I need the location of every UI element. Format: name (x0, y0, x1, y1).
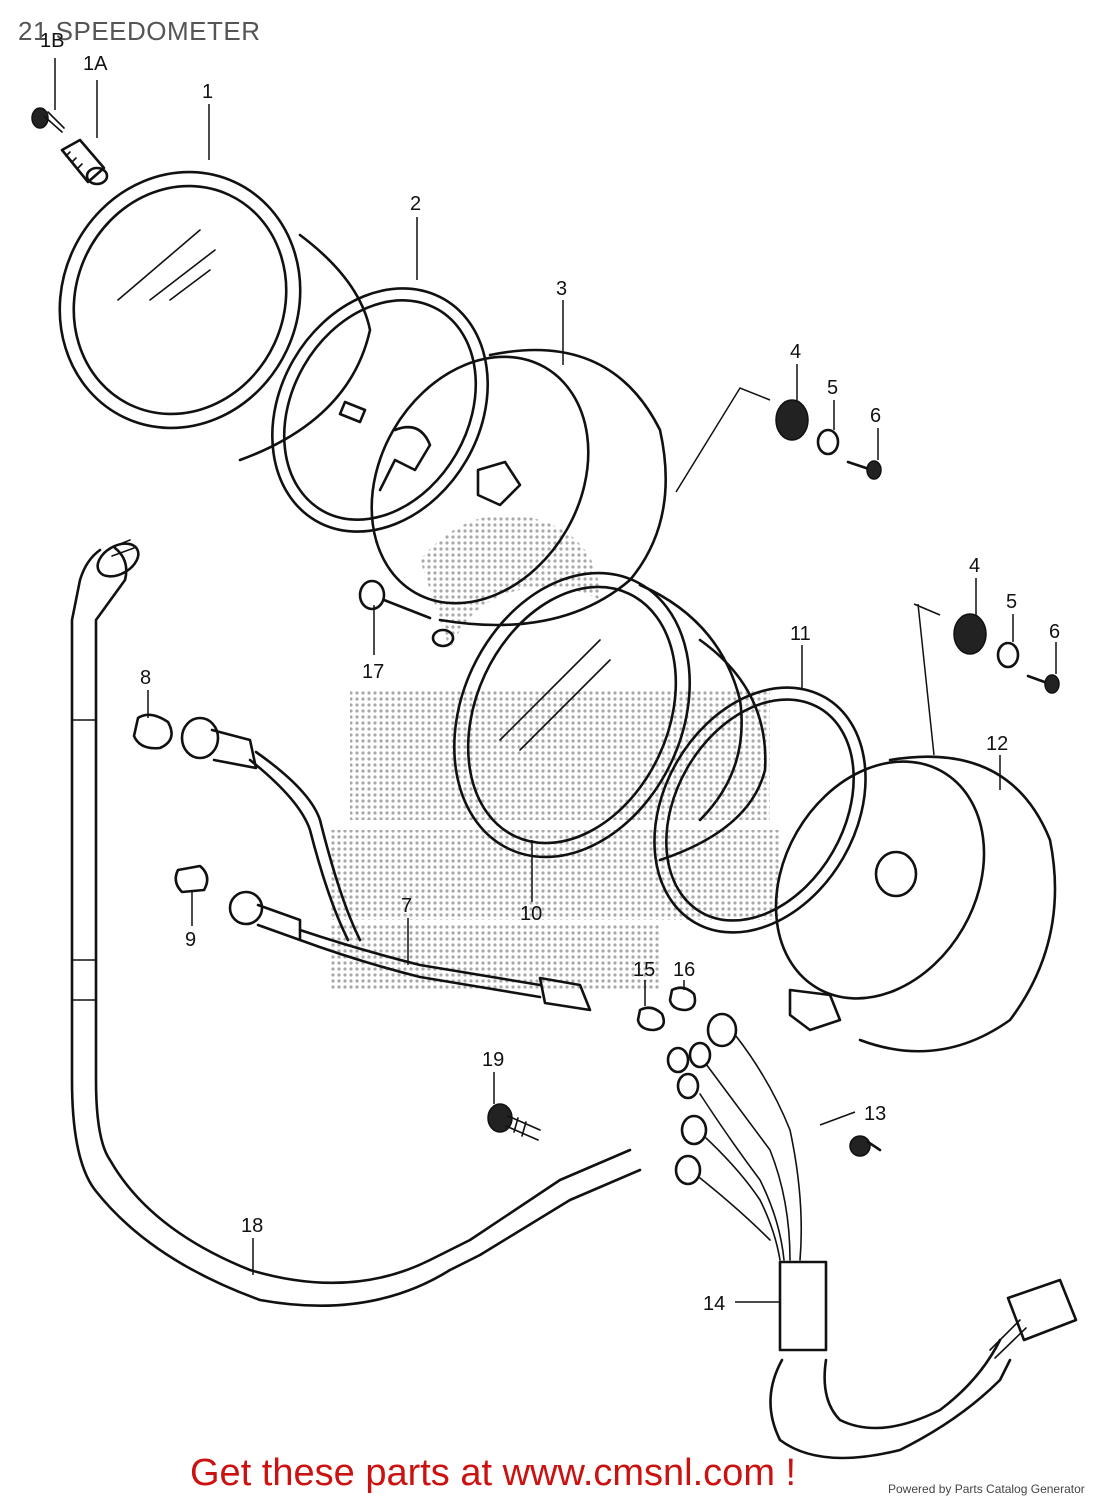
part-18-speedometer-cable (70, 539, 642, 1307)
callout-15: 15 (633, 959, 655, 981)
part-8-bulb (132, 713, 173, 750)
part-1A-knob (60, 138, 109, 186)
part-16-bulb (668, 986, 697, 1012)
part-14-indicator-harness (666, 1012, 1078, 1460)
callout-1B: 1B (40, 30, 64, 52)
part-1-speedometer-head (58, 170, 372, 462)
part-6-screw-upper (846, 460, 882, 480)
part-1B-screw (31, 107, 65, 133)
callout-10: 10 (520, 903, 542, 925)
callout-14: 14 (703, 1293, 725, 1315)
callout-5-lower: 5 (1006, 591, 1017, 613)
callout-12: 12 (986, 733, 1008, 755)
callout-6-upper: 6 (870, 405, 881, 427)
part-19-screw (487, 1103, 541, 1141)
part-15-bulb (636, 1006, 666, 1032)
callout-5-upper: 5 (827, 377, 838, 399)
part-4-grommet-lower (953, 613, 987, 655)
callout-9: 9 (185, 929, 196, 951)
powered-by-text: Powered by Parts Catalog Generator (888, 1482, 1085, 1496)
watermark-logo (330, 515, 780, 990)
part-3-case (370, 348, 667, 627)
part-2-gasket (271, 287, 489, 533)
part-12-case (774, 755, 1057, 1053)
callout-3: 3 (556, 278, 567, 300)
callout-8: 8 (140, 667, 151, 689)
callout-1A: 1A (83, 53, 108, 75)
callout-11: 11 (790, 623, 811, 645)
callout-7: 7 (401, 895, 412, 917)
page-title: 21 SPEEDOMETER (18, 16, 261, 46)
callout-18: 18 (241, 1215, 263, 1237)
part-9-bulb (174, 864, 209, 894)
get-parts-link[interactable]: Get these parts at www.cmsnl.com ! (190, 1452, 797, 1494)
part-10-tachometer-head (453, 571, 767, 862)
part-5-washer-upper (816, 428, 840, 456)
callout-19: 19 (482, 1049, 504, 1071)
part-13-screw (849, 1135, 882, 1157)
part-4-grommet-upper (775, 399, 809, 441)
part-7-wiring-harness (180, 716, 592, 1012)
callout-13: 13 (864, 1103, 886, 1125)
part-11-gasket (653, 686, 867, 934)
callout-4-lower: 4 (969, 555, 980, 577)
callout-1: 1 (202, 81, 213, 103)
callout-2: 2 (410, 193, 421, 215)
callout-16: 16 (673, 959, 695, 981)
callout-17: 17 (362, 661, 384, 683)
part-17-screw (358, 579, 455, 648)
part-5-washer-lower (996, 641, 1020, 669)
callout-6-lower: 6 (1049, 621, 1060, 643)
part-6-screw-lower (1026, 674, 1060, 694)
callout-4-upper: 4 (790, 341, 801, 363)
